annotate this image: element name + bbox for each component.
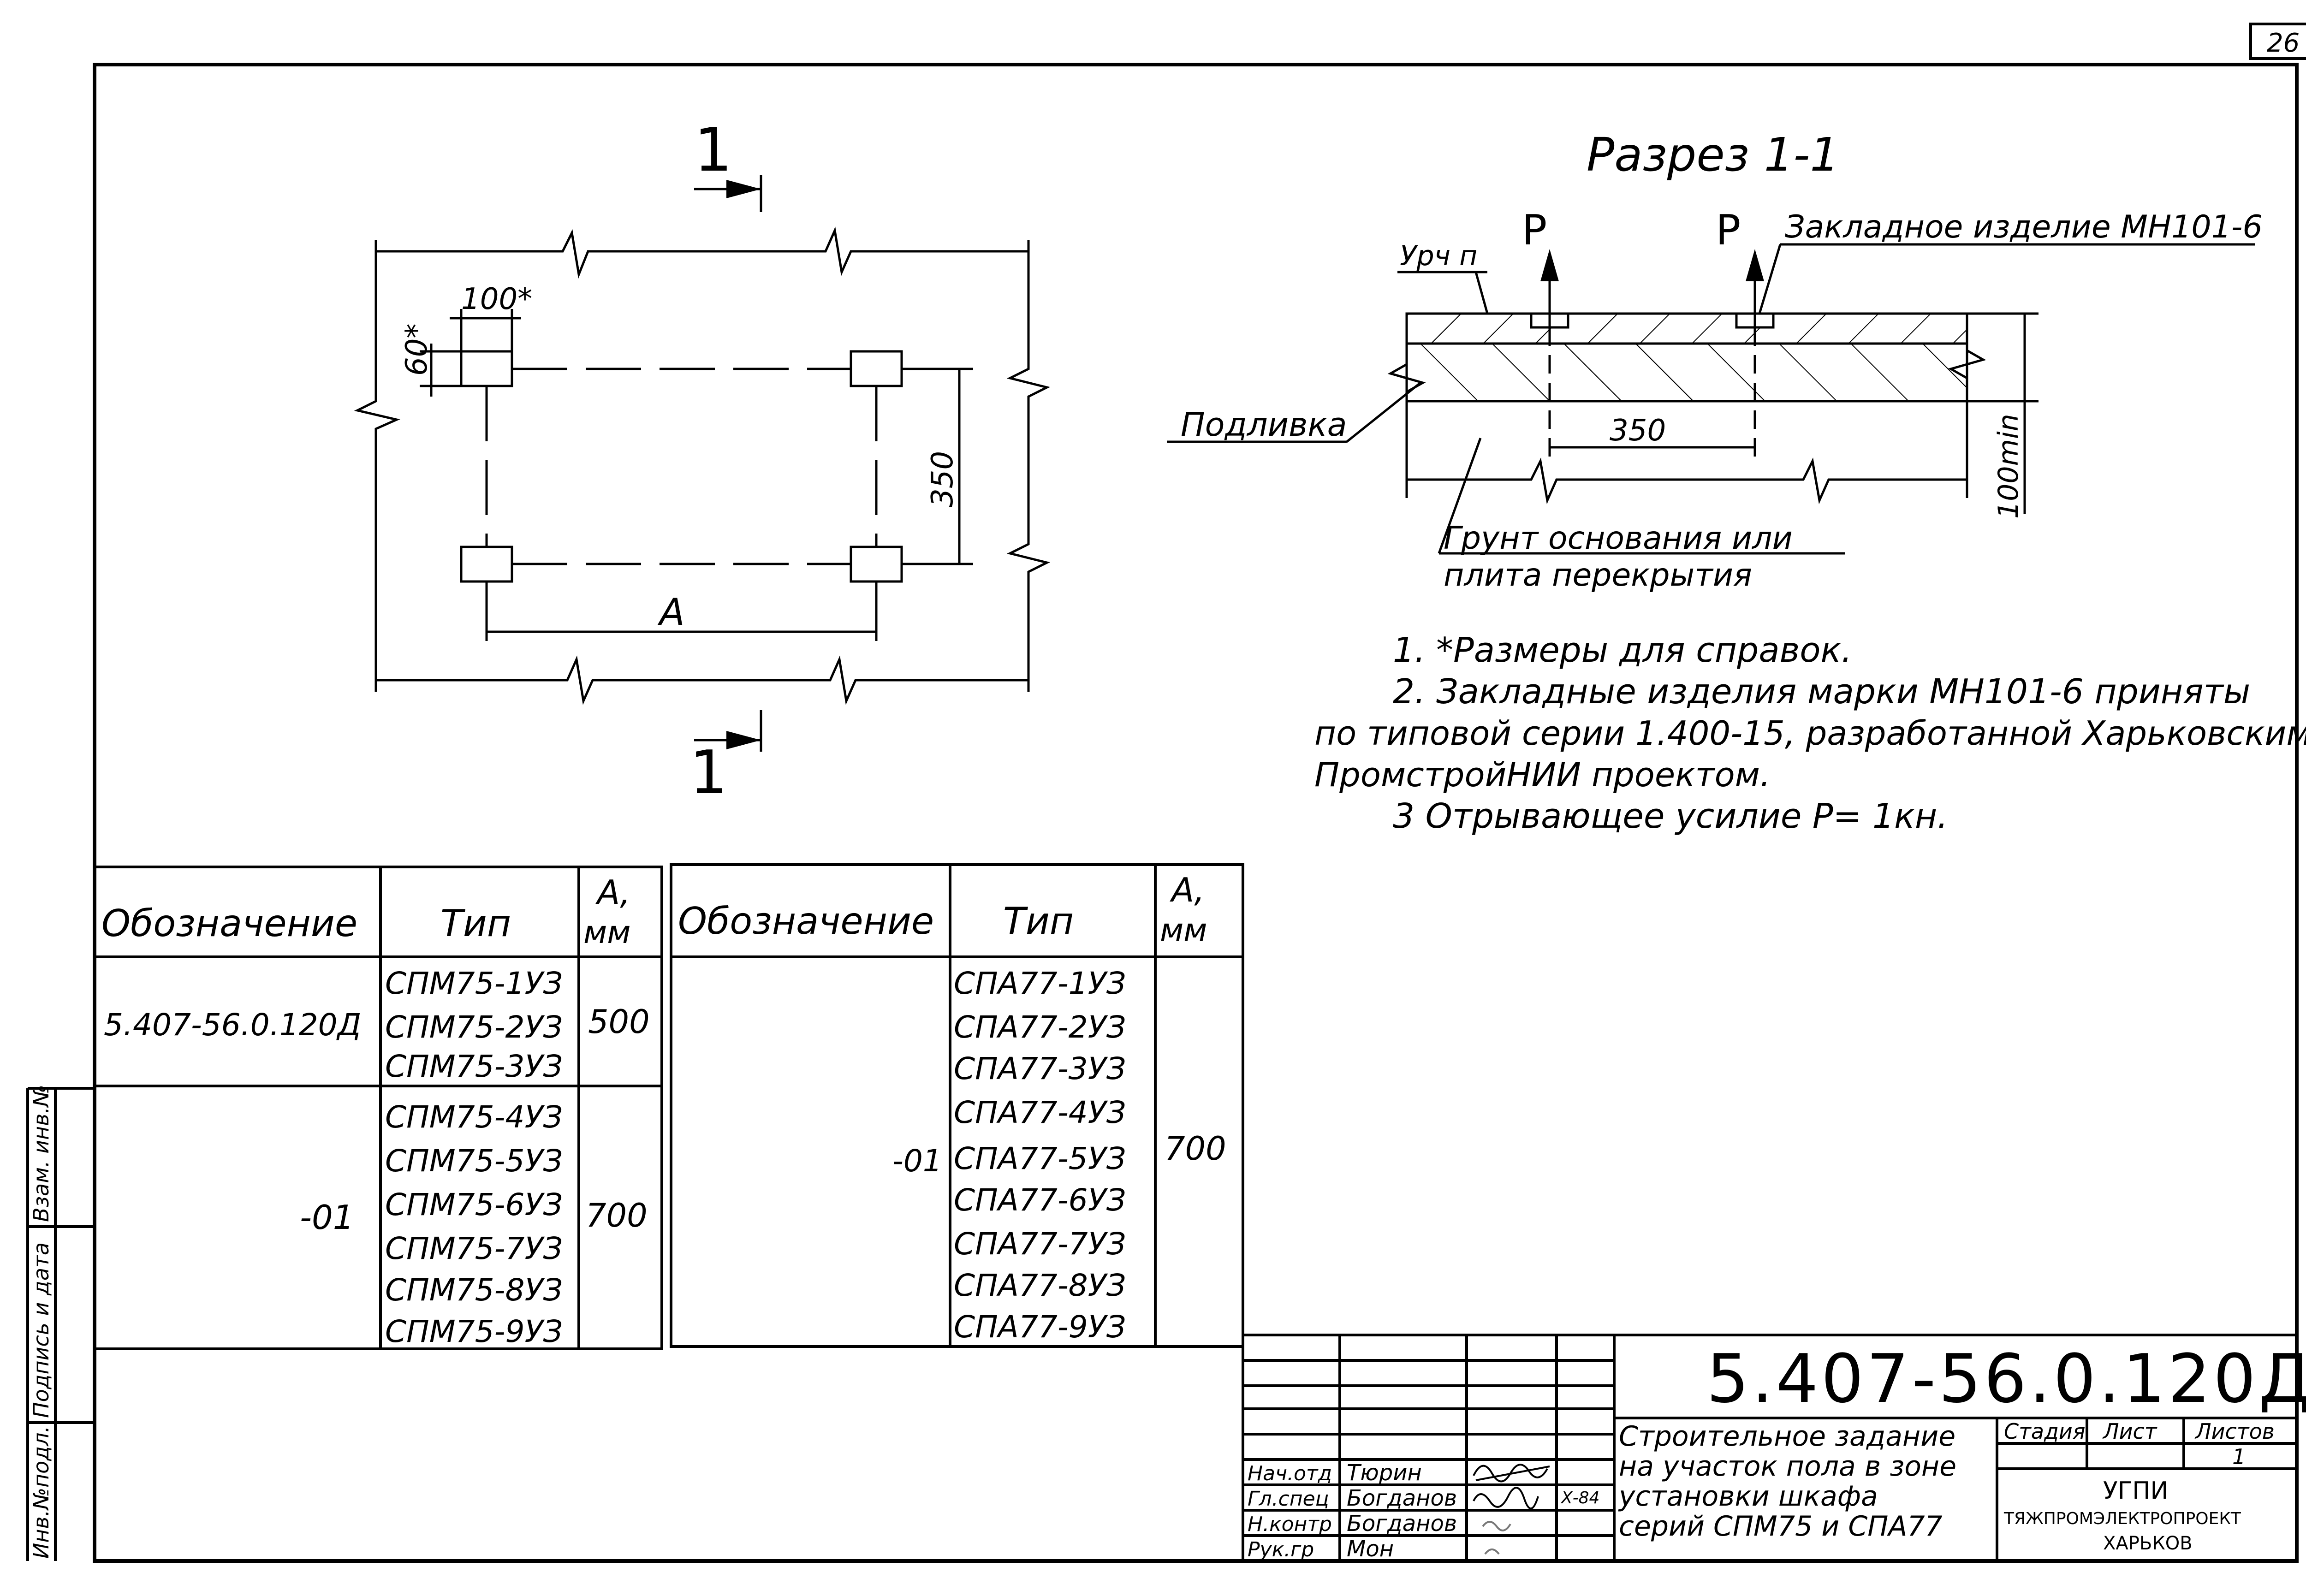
table-left-a-2: 700 xyxy=(586,1197,648,1234)
name-label: Мон xyxy=(1347,1536,1394,1562)
table-right-header-a: А, xyxy=(1170,871,1205,909)
section-dim-100min: 100min xyxy=(1992,414,2025,519)
embedded-pad-2 xyxy=(850,350,903,387)
section-embedded-label: Закладное изделие МН101-6 xyxy=(1785,209,2263,245)
sheets-value: 1 xyxy=(2232,1444,2246,1469)
note-2-cont2: ПромстройНИИ проектом. xyxy=(1314,755,1771,794)
section-base-line2: плита перекрытия xyxy=(1444,557,1752,593)
title-block-grid xyxy=(1242,1334,2298,1562)
plan-view xyxy=(354,175,1051,752)
table-right-a: 700 xyxy=(1165,1130,1226,1168)
table-right-grid xyxy=(670,863,1244,1348)
doc-number: 5.407-56.0.120Д xyxy=(1706,1340,2306,1418)
table-left-grid xyxy=(93,866,663,1350)
plan-dim-a: A xyxy=(657,591,685,634)
stage-header: Стадия xyxy=(2004,1419,2085,1444)
table-right-type: СПА77-3УЗ xyxy=(954,1051,1126,1086)
side-stamp-frame xyxy=(26,1087,95,1561)
embedded-pad-3 xyxy=(460,546,513,583)
note-3: 3 Отрывающее усилие P= 1кн. xyxy=(1393,796,1948,836)
table-left-header-a: А, xyxy=(595,873,630,912)
date-label: Х-84 xyxy=(1560,1489,1599,1507)
section-load-p2: P xyxy=(1716,206,1741,255)
org-line3: ХАРЬКОВ xyxy=(2103,1533,2193,1554)
table-right-type: СПА77-5УЗ xyxy=(954,1141,1126,1176)
table-left-type: СПМ75-1УЗ xyxy=(385,966,563,1001)
section-title: Разрез 1-1 xyxy=(1587,128,1839,182)
table-right-type: СПА77-6УЗ xyxy=(954,1182,1126,1218)
table-left-designation-2: -01 xyxy=(300,1198,354,1237)
table-left-header-mm: мм xyxy=(583,914,631,951)
table-left-type: СПМ75-7УЗ xyxy=(385,1231,563,1266)
embedded-pad-4 xyxy=(850,546,903,583)
title-lines: Строительное задание на участок пола в з… xyxy=(1618,1420,1956,1543)
plan-dim-350: 350 xyxy=(926,451,960,507)
table-left-type: СПМ75-8УЗ xyxy=(385,1272,563,1308)
table-right-type: СПА77-1УЗ xyxy=(954,966,1126,1001)
note-2: 2. Закладные изделия марки МН101-6 приня… xyxy=(1393,672,2250,712)
sheet-header: Лист xyxy=(2102,1419,2157,1444)
section-dim-350: 350 xyxy=(1610,414,1666,448)
section-load-p1: P xyxy=(1522,206,1547,255)
note-2-cont: по типовой серии 1.400-15, разработанной… xyxy=(1314,714,2306,753)
table-right-type: СПА77-2УЗ xyxy=(954,1009,1126,1045)
name-label: Богданов xyxy=(1347,1511,1457,1537)
sheet-frame xyxy=(93,63,2299,1563)
table-right-header-type: Тип xyxy=(1003,900,1074,943)
section-view xyxy=(1167,243,2255,555)
org-line2: ТЯЖПРОМЭЛЕКТРОПРОЕКТ xyxy=(2003,1509,2241,1528)
table-left-type: СПМ75-4УЗ xyxy=(385,1099,563,1135)
side-stamp-inv-podl: Инв.№подл. xyxy=(29,1426,53,1559)
role-label: Гл.спец xyxy=(1248,1487,1329,1511)
section-floor-label: Урч п xyxy=(1400,240,1477,272)
role-label: Нач.отд xyxy=(1248,1462,1332,1485)
table-right-type: СПА77-8УЗ xyxy=(954,1268,1126,1303)
table-left-type: СПМ75-9УЗ xyxy=(385,1314,563,1349)
note-1: 1. *Размеры для справок. xyxy=(1393,630,1852,670)
section-grout-label: Подливка xyxy=(1181,406,1347,444)
page-number-box xyxy=(2249,23,2306,60)
signatures xyxy=(1473,1464,1550,1555)
plan-section-mark-top: 1 xyxy=(694,115,732,185)
org-line1: УГПИ xyxy=(2103,1477,2168,1505)
table-left-type-list: СПМ75-1УЗ СПМ75-2УЗ СПМ75-3УЗ СПМ75-4УЗ … xyxy=(385,966,563,1349)
table-left-type: СПМ75-6УЗ xyxy=(385,1187,563,1222)
doc-title-line: Строительное задание xyxy=(1619,1420,1955,1453)
plan-dim-100: 100* xyxy=(461,282,532,316)
table-left-designation-1: 5.407-56.0.120Д xyxy=(104,1007,361,1043)
side-stamp-signature-date: Подпись и дата xyxy=(29,1242,53,1418)
table-right-header-mm: мм xyxy=(1160,912,1207,949)
sheets-header: Листов xyxy=(2194,1419,2275,1444)
name-label: Богданов xyxy=(1347,1485,1457,1511)
doc-title-line: серий СПМ75 и СПА77 xyxy=(1619,1510,1943,1543)
table-right-header-designation: Обозначение xyxy=(678,900,934,943)
table-left-a-1: 500 xyxy=(588,1003,650,1041)
table-left-header-designation: Обозначение xyxy=(101,902,357,945)
table-right-type-list: СПА77-1УЗ СПА77-2УЗ СПА77-3УЗ СПА77-4УЗ … xyxy=(954,966,1126,1345)
name-label: Тюрин xyxy=(1347,1460,1422,1486)
embedded-pad-1 xyxy=(460,350,513,387)
table-left-type: СПМ75-5УЗ xyxy=(385,1143,563,1179)
table-left-type: СПМ75-2УЗ xyxy=(385,1009,563,1045)
plan-section-mark-bottom: 1 xyxy=(689,737,728,807)
side-stamp-vzam-inv: Взам. инв.№ xyxy=(29,1085,53,1222)
plan-dim-60: 60* xyxy=(400,324,434,376)
role-label: Рук.гр xyxy=(1248,1538,1314,1561)
doc-title-line: установки шкафа xyxy=(1618,1480,1878,1513)
plan-arrows xyxy=(726,180,761,749)
doc-title-line: на участок пола в зоне xyxy=(1619,1450,1956,1483)
table-left-header-type: Тип xyxy=(440,902,511,945)
role-label: Н.контр xyxy=(1248,1513,1332,1536)
page-number: 26 xyxy=(2267,28,2300,58)
section-load-arrowheads xyxy=(1540,249,1764,281)
table-right-type: СПА77-4УЗ xyxy=(954,1095,1126,1130)
table-right-designation: -01 xyxy=(892,1143,942,1179)
table-left-type: СПМ75-3УЗ xyxy=(385,1049,563,1084)
title-block-roles: Нач.отд Гл.спец Н.контр Рук.гр Тюрин Бог… xyxy=(1248,1460,1599,1562)
table-right-type: СПА77-9УЗ xyxy=(954,1309,1126,1345)
section-base-line1: Грунт основания или xyxy=(1444,520,1793,557)
table-right-type: СПА77-7УЗ xyxy=(954,1226,1126,1262)
